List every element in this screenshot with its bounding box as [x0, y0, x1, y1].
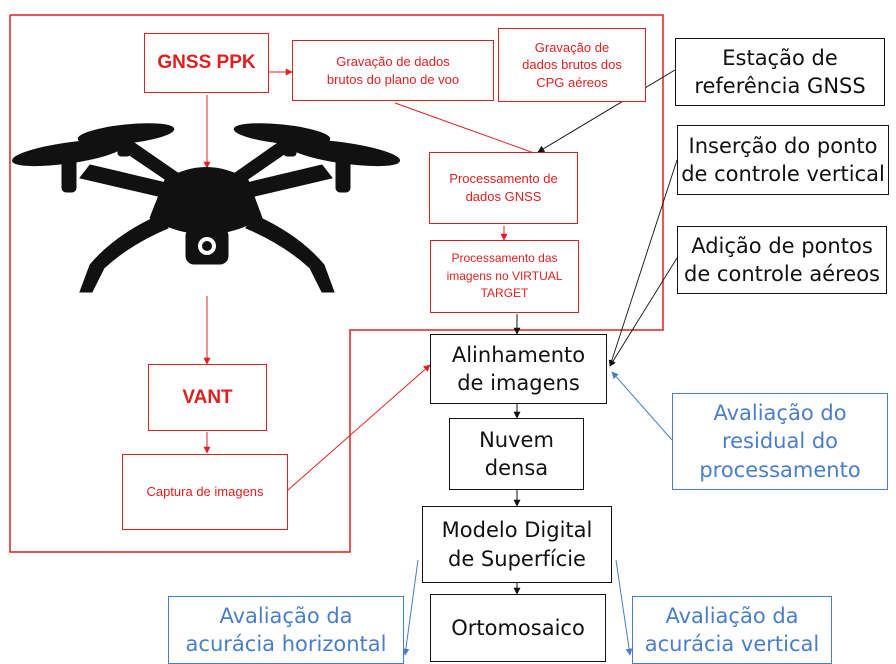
- arrow-adicao-to-alinhamento: [609, 257, 678, 367]
- vant-label: VANT: [182, 386, 233, 408]
- avaliacao-vertical-label: Avaliação da acurácia vertical: [644, 603, 820, 656]
- alinhamento-box: Alinhamento de imagens: [430, 334, 607, 404]
- avaliacao-horizontal-box: Avaliação da acurácia horizontal: [168, 596, 404, 664]
- adicao-box: Adição de pontos de controle aéreos: [677, 226, 887, 294]
- insercao-box: Inserção do ponto de controle vertical: [677, 125, 889, 195]
- gravacao-cpg-label: Gravação de dados brutos dos CPG aéreos: [522, 39, 622, 90]
- gravacao-cpg-box: Gravação de dados brutos dos CPG aéreos: [498, 28, 646, 102]
- processamento-imagens-label: Processamento das imagens no VIRTUAL TAR…: [446, 251, 563, 301]
- estacao-label: Estação de referência GNSS: [694, 45, 866, 98]
- processamento-gnss-box: Processamento de dados GNSS: [429, 152, 578, 224]
- drone-icon: [12, 123, 400, 293]
- arrow-insercao-to-alinhamento: [608, 159, 678, 367]
- arrow-mds-to-horizontal: [402, 559, 419, 656]
- arrow-captura-to-alinhamento: [287, 364, 431, 491]
- arrow-mds-to-vertical: [615, 559, 633, 656]
- insercao-label: Inserção do ponto de controle vertical: [681, 133, 885, 186]
- avaliacao-residual-label: Avaliação do residual do processamento: [699, 400, 861, 482]
- gnss-ppk-box: GNSS PPK: [144, 33, 269, 93]
- nuvem-box: Nuvem densa: [449, 418, 584, 490]
- avaliacao-horizontal-label: Avaliação da acurácia horizontal: [185, 603, 387, 656]
- nuvem-label: Nuvem densa: [479, 427, 554, 480]
- ortomosaico-box: Ortomosaico: [430, 594, 606, 662]
- processamento-imagens-box: Processamento das imagens no VIRTUAL TAR…: [430, 240, 579, 313]
- adicao-label: Adição de pontos de controle aéreos: [684, 233, 880, 286]
- captura-label: Captura de imagens: [146, 484, 264, 500]
- mds-box: Modelo Digital de Superfície: [422, 506, 612, 583]
- ortomosaico-label: Ortomosaico: [451, 615, 585, 640]
- avaliacao-residual-box: Avaliação do residual do processamento: [672, 393, 888, 490]
- avaliacao-vertical-box: Avaliação da acurácia vertical: [632, 596, 832, 664]
- vant-box: VANT: [148, 364, 267, 431]
- arrow-estacao-to-processamento: [537, 69, 676, 153]
- captura-box: Captura de imagens: [122, 454, 288, 530]
- arrow-residual-to-alinhamento: [611, 371, 673, 441]
- gnss-ppk-label: GNSS PPK: [157, 52, 256, 73]
- alinhamento-label: Alinhamento de imagens: [451, 342, 586, 395]
- gravacao-plano-label: Gravação de dados brutos do plano de voo: [326, 53, 460, 87]
- processamento-gnss-label: Processamento de dados GNSS: [449, 171, 558, 204]
- mds-label: Modelo Digital de Superfície: [441, 518, 593, 571]
- gravacao-plano-box: Gravação de dados brutos do plano de voo: [292, 40, 494, 101]
- estacao-box: Estação de referência GNSS: [675, 38, 885, 106]
- arrow-gravacao-to-processamento: [394, 102, 549, 160]
- outer-frame: [9, 14, 664, 553]
